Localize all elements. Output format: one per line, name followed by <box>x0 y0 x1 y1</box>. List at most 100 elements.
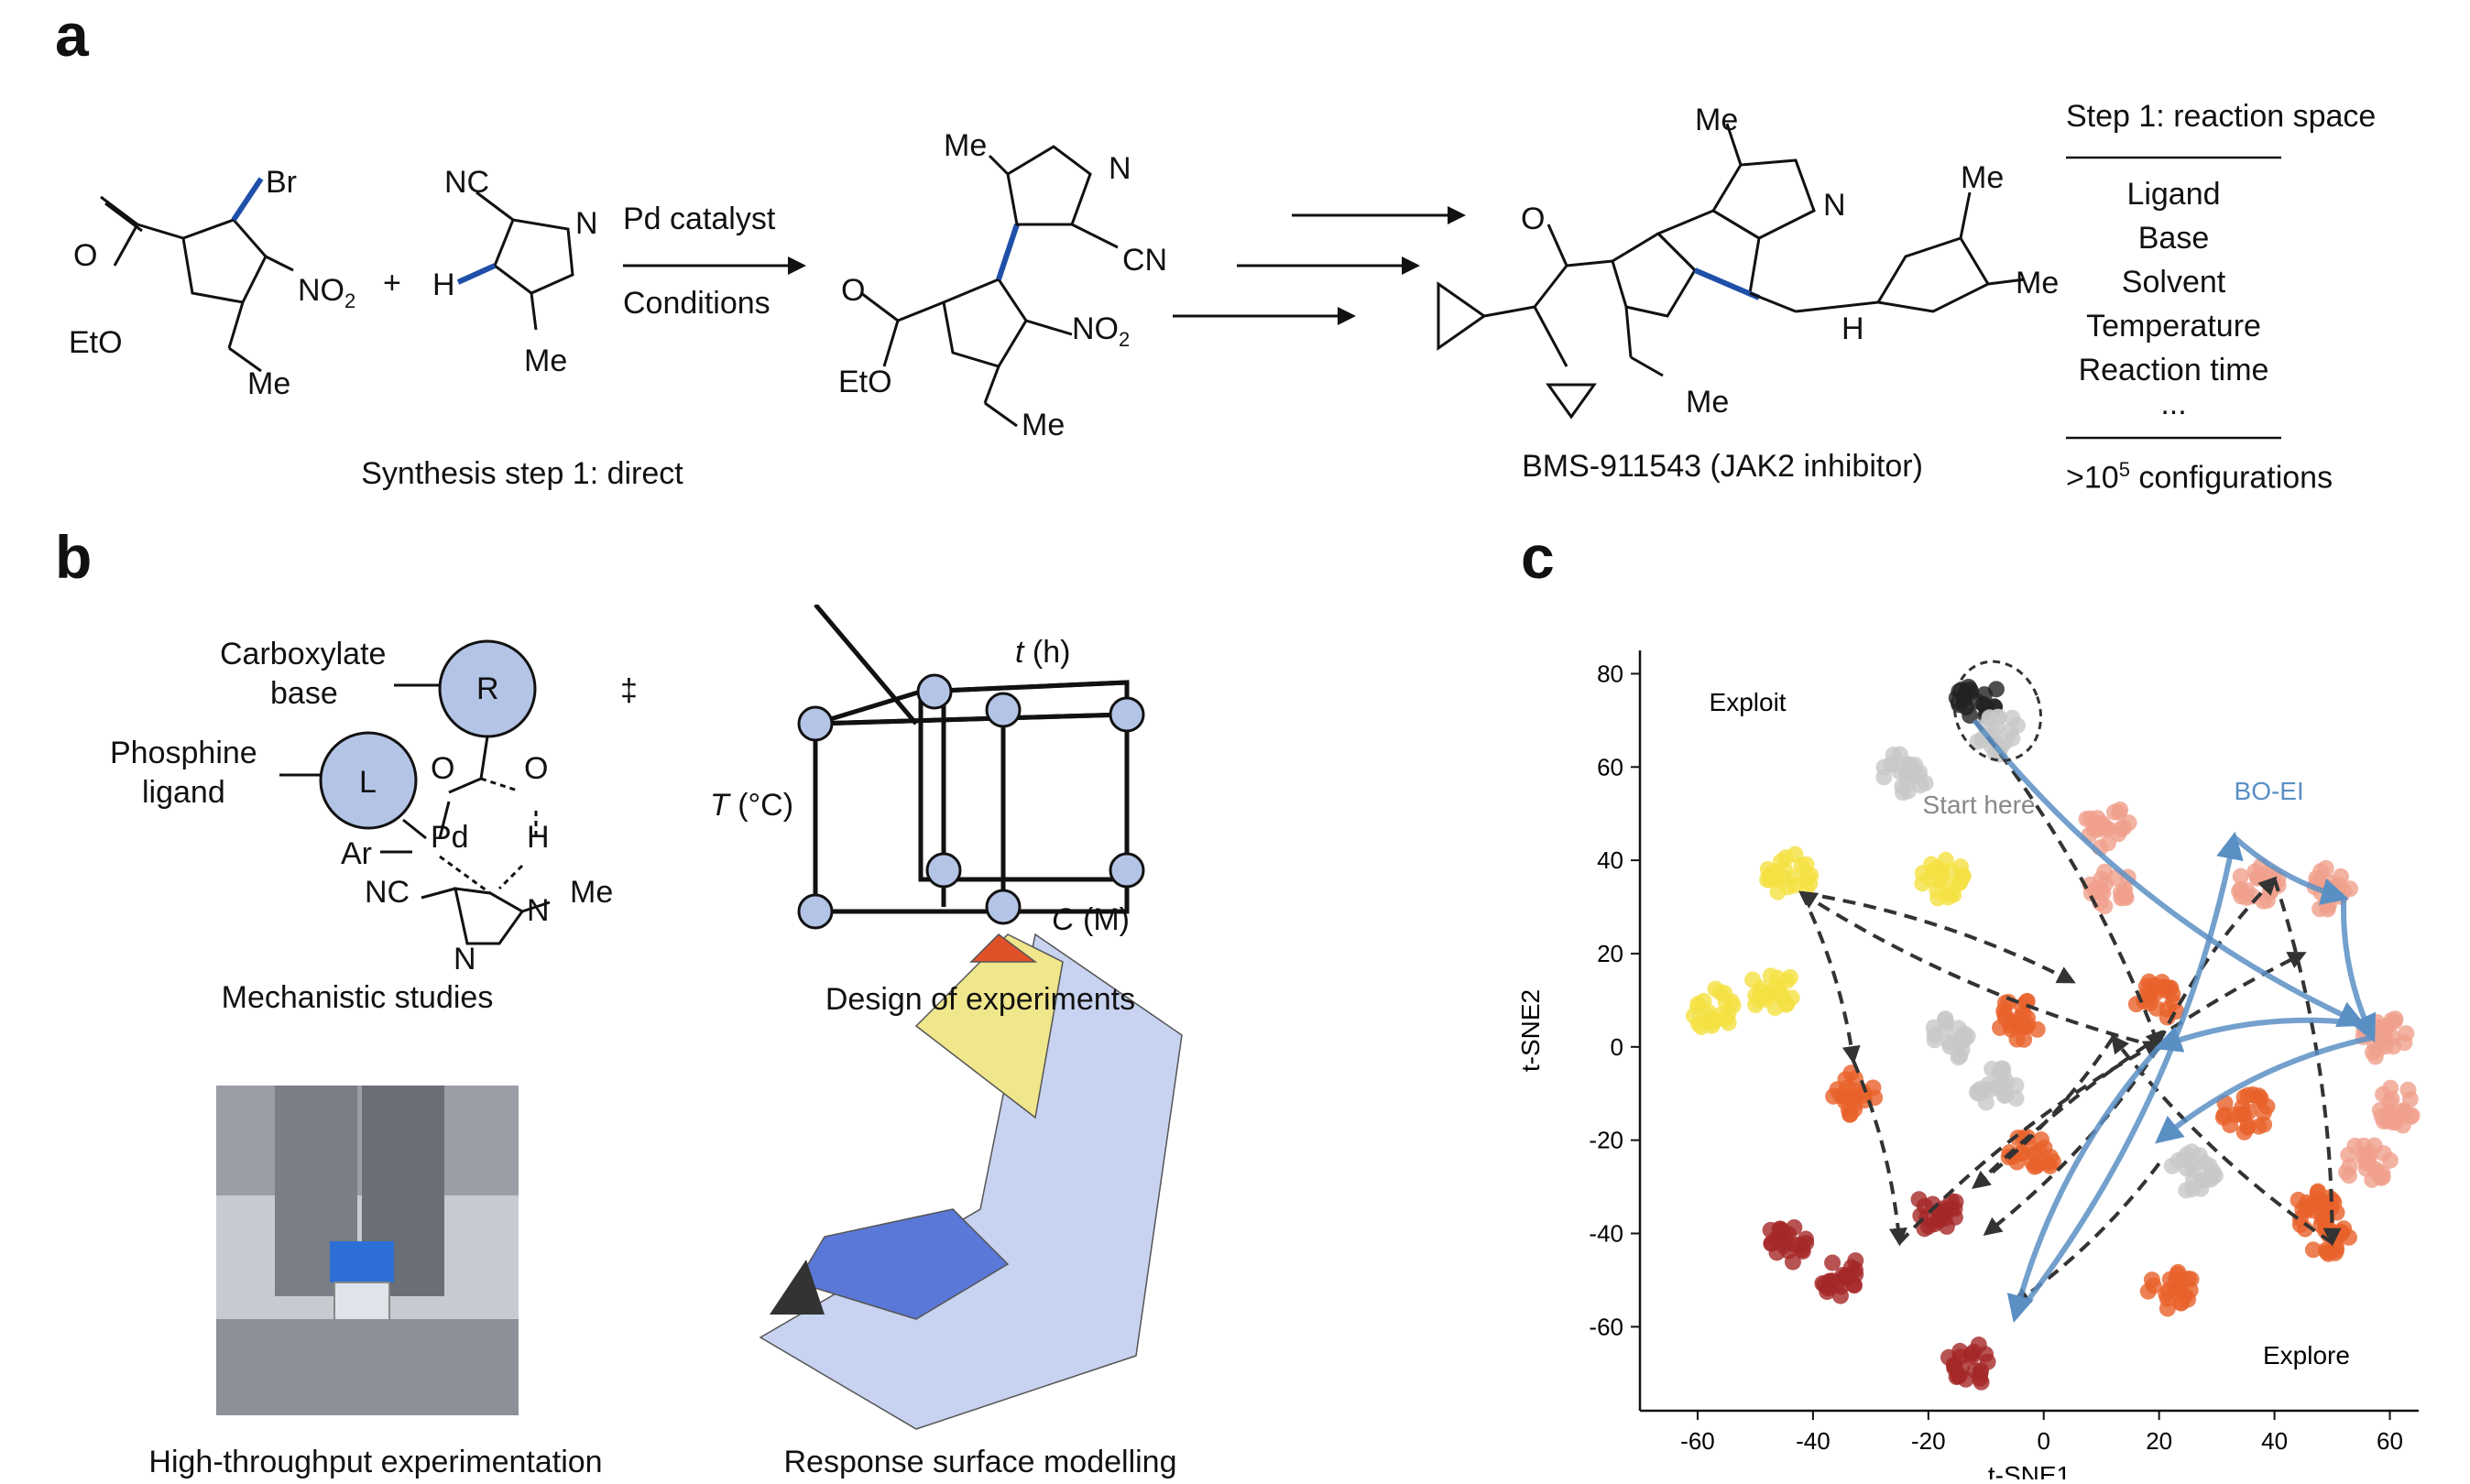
scatter-point <box>1773 853 1790 870</box>
dagger: ‡ <box>620 673 638 708</box>
scatter-point <box>2384 1029 2401 1046</box>
carboxylate-label: Carboxylate <box>220 637 387 671</box>
label-cn: CN <box>1122 243 1168 278</box>
scatter-point <box>2178 1160 2195 1177</box>
scatter-point <box>1925 862 1942 879</box>
y-axis-label: t-SNE2 <box>1516 989 1545 1072</box>
scatter-point <box>1762 1221 1779 1238</box>
label-me-final: Me <box>1695 103 1739 137</box>
y-tick-label: 40 <box>1597 846 1623 874</box>
mech-caption: Mechanistic studies <box>221 980 494 1015</box>
scatter-point <box>2382 1079 2399 1097</box>
scatter-point <box>1996 994 2014 1011</box>
r-label: R <box>476 671 499 706</box>
scatter-point <box>2169 1279 2187 1296</box>
scatter-point <box>1761 866 1778 883</box>
cluster-orange <box>1825 1064 1884 1123</box>
scatter-point <box>2367 1163 2385 1181</box>
reaction-space-list: Ligand Base Solvent Temperature Reaction… <box>2066 172 2281 421</box>
reaction-space-item: ... <box>2160 387 2187 421</box>
explore-path <box>1852 1060 1907 1247</box>
scatter-point <box>1981 709 1998 726</box>
explore-path <box>1798 890 2160 1049</box>
cluster-orange <box>2127 973 2185 1026</box>
scatter-point <box>1875 758 1893 776</box>
explore-path <box>1973 952 2307 1189</box>
scatter-point <box>2184 1181 2202 1198</box>
scatter-point <box>1950 1049 1967 1066</box>
scatter-point <box>2169 1266 2186 1283</box>
label-o-prod: O <box>841 273 866 308</box>
scatter-point <box>2375 1113 2392 1130</box>
scatter-point <box>2089 810 2106 827</box>
cluster-layer <box>1685 678 2421 1391</box>
n-label-1: N <box>527 893 550 928</box>
scatter-point <box>1958 699 1975 716</box>
scatter-point <box>1885 746 1902 763</box>
scatter-point <box>1914 875 1931 892</box>
y-tick-label: -40 <box>1589 1220 1623 1248</box>
label-eto-prod: EtO <box>838 365 892 399</box>
scatter-point <box>2232 867 2249 885</box>
scatter-point <box>1747 997 1765 1014</box>
scatter-point <box>1763 1235 1780 1252</box>
scatter-point <box>2317 894 2334 911</box>
scatter-point <box>2158 979 2175 997</box>
ar-label: Ar <box>341 836 372 871</box>
boei-path <box>2154 1017 2362 1053</box>
panel-label-a: a <box>55 1 89 69</box>
scatter-point <box>2112 821 2129 838</box>
boei-path <box>2155 1034 2374 1144</box>
scatter-point <box>1781 968 1798 986</box>
cluster-orange <box>2139 1263 2200 1317</box>
label-no2-prod: NO2 <box>1072 311 1131 351</box>
cluster-yellow <box>1744 967 1800 1017</box>
label-n-prod: N <box>1109 151 1131 186</box>
label-me-final4: Me <box>2016 266 2060 300</box>
scatter-point <box>1977 1094 1995 1111</box>
scatter-point <box>2328 1241 2345 1259</box>
cluster-salmon <box>2371 1079 2421 1134</box>
explore-path <box>2157 876 2278 1043</box>
product-caption: BMS-911543 (JAK2 inhibitor) <box>1522 449 1923 484</box>
hte-photo <box>216 1086 519 1415</box>
label-me-prod: Me <box>944 128 988 163</box>
doe-t-label: t (h) <box>1015 635 1071 670</box>
scatter-point <box>2007 1090 2025 1108</box>
panel-label-c: c <box>1521 523 1555 591</box>
pyrrole-ring-1 <box>181 218 268 304</box>
reaction-space-footer: >105 configurations <box>2066 458 2333 496</box>
scatter-point <box>2127 996 2145 1013</box>
cluster-darkred <box>1910 1191 1964 1238</box>
label-n-final: N <box>1823 188 1846 223</box>
scatter-point <box>2381 1151 2399 1169</box>
explore-label: Explore <box>2263 1341 2350 1369</box>
scatter-point <box>2239 1118 2257 1136</box>
cluster-orange <box>1992 992 2046 1048</box>
scatter-point <box>2239 1086 2257 1104</box>
scatter-point <box>1942 862 1960 879</box>
scatter-point <box>1855 1086 1873 1104</box>
scatter-point <box>2082 885 2100 902</box>
scatter-point <box>1957 1370 1974 1388</box>
cluster-orange <box>2000 1129 2061 1175</box>
scatter-point <box>2255 1104 2272 1121</box>
cluster-darkred <box>1940 1337 1996 1391</box>
scatter-point <box>1828 1275 1845 1293</box>
label-me-final2: Me <box>1686 385 1730 420</box>
cluster-yellow <box>1685 980 1742 1036</box>
panel-label-b: b <box>55 523 93 591</box>
label-h: H <box>432 267 455 302</box>
y-tick-label: 0 <box>1611 1033 1623 1061</box>
boei-path <box>1972 718 2366 1027</box>
label-eto: EtO <box>69 325 123 360</box>
cluster-salmon <box>2231 857 2287 910</box>
y-tick-label: 60 <box>1597 753 1623 780</box>
scatter-point <box>1979 1353 1996 1370</box>
scatter-point <box>1926 1031 1943 1049</box>
n-label-2: N <box>454 942 476 977</box>
reaction-space-item: Base <box>2137 221 2210 256</box>
x-tick-label: -20 <box>1911 1427 1946 1455</box>
